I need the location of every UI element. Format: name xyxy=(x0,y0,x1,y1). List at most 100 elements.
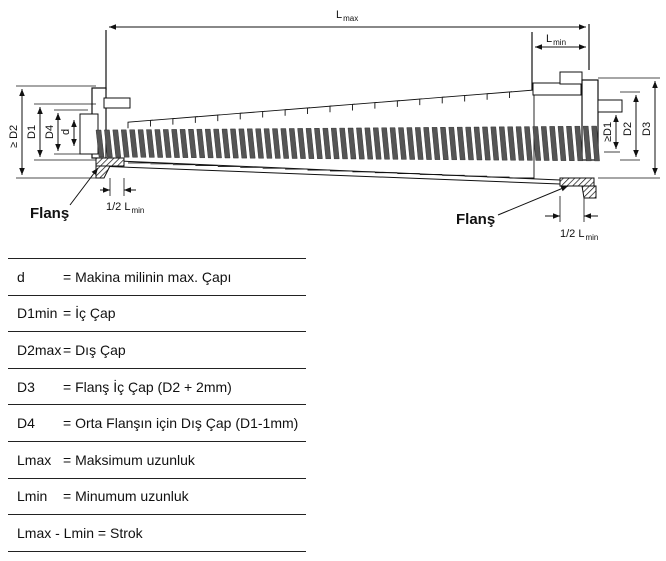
coil-turn xyxy=(582,125,592,162)
coil-turn xyxy=(171,129,180,158)
definition-cell: Lmax = Maksimum uzunluk xyxy=(8,440,306,479)
coil-turn xyxy=(129,129,138,158)
coil-turn xyxy=(540,126,550,161)
coil-turn xyxy=(255,128,264,159)
definition-row: d = Makina milinin max. Çapı xyxy=(8,258,306,296)
definition-key: Lmax xyxy=(17,451,52,468)
coil-turn xyxy=(154,129,164,158)
definition-text: = Flanş İç Çap (D2 + 2mm) xyxy=(63,378,232,395)
coil-turn xyxy=(498,126,508,161)
cover-step xyxy=(217,112,243,167)
coil-turn xyxy=(213,128,222,159)
coil-turn xyxy=(448,127,458,160)
left-d1-label: D1 xyxy=(26,125,38,139)
cover-step xyxy=(351,101,378,173)
definition-cell: D2max= Dış Çap xyxy=(8,331,306,369)
coil-turn xyxy=(204,128,214,159)
coil-turn xyxy=(314,128,323,159)
coil-turn xyxy=(456,126,466,161)
coil-turn xyxy=(507,126,516,161)
coil-turn xyxy=(431,127,441,160)
coil-turn xyxy=(566,126,575,161)
flans-left-label: Flanş xyxy=(30,205,69,222)
coil-turn xyxy=(146,129,155,158)
definition-row: Lmax = Maksimum uzunluk xyxy=(8,440,306,479)
cover-step xyxy=(284,107,311,170)
coil-turn xyxy=(440,127,449,160)
coil-turn xyxy=(364,127,374,160)
coil-turn xyxy=(272,128,281,159)
right-diameter-dimensions: ≥D1 D2 D3 xyxy=(598,77,660,179)
coil-turn xyxy=(246,128,256,159)
left-diameter-dimensions: ≥ D2 D1 D4 d xyxy=(8,85,96,179)
lmax-label: Lmax xyxy=(336,9,358,23)
definition-text: = Strok xyxy=(97,524,143,541)
coil-turn xyxy=(95,129,105,158)
coil-turn xyxy=(532,126,542,161)
coil-turn xyxy=(356,127,365,160)
definition-row: D4 = Orta Flanşın için Dış Çap (D1-1mm) xyxy=(8,404,306,442)
left-d2-label: ≥ D2 xyxy=(8,125,20,148)
left-flange xyxy=(95,157,125,179)
definition-key: D1min xyxy=(17,305,58,322)
definition-key: Lmin xyxy=(17,488,48,505)
definition-row: D3 = Flanş İç Çap (D2 + 2mm) xyxy=(8,367,306,406)
coil-turn xyxy=(482,126,491,161)
definition-key: D3 xyxy=(17,378,35,395)
coil-turn xyxy=(230,128,239,159)
right-d3-label: D3 xyxy=(641,122,653,136)
definition-key: d xyxy=(17,268,25,285)
left-d4-label: D4 xyxy=(44,125,56,139)
definition-cell: Lmax - Lmin = Strok xyxy=(8,514,306,552)
definition-row: D2max= Dış Çap xyxy=(8,331,306,369)
coil-turn xyxy=(322,127,332,159)
coil-turn xyxy=(288,128,298,159)
cover-step xyxy=(486,91,513,178)
coil-turn xyxy=(465,126,474,161)
definition-row: D1min= İç Çap xyxy=(8,294,306,333)
definition-key: Lmax - Lmin xyxy=(17,524,95,541)
definition-text: = Minumum uzunluk xyxy=(63,488,189,505)
coil-turn xyxy=(473,126,483,161)
right-d1-label: ≥D1 xyxy=(602,122,614,142)
definition-text: = Maksimum uzunluk xyxy=(63,451,195,468)
half-lmin-right-label: 1/2 Lmin xyxy=(560,228,598,242)
definition-text: = Orta Flanşın için Dış Çap (D1-1mm) xyxy=(63,415,299,432)
definition-cell: D3 = Flanş İç Çap (D2 + 2mm) xyxy=(8,367,306,406)
coil-turn xyxy=(120,129,130,158)
coil-turn xyxy=(406,127,416,160)
coil-turn xyxy=(179,129,189,158)
coil-turn xyxy=(524,126,533,161)
left-end-fitting xyxy=(79,87,131,159)
flans-right-callout: Flanş xyxy=(456,185,569,228)
flans-right-label: Flanş xyxy=(456,211,495,228)
definition-key: D4 xyxy=(17,415,35,432)
coil-turn xyxy=(112,129,122,158)
coil-turn xyxy=(238,128,248,159)
definition-text: = Makina milinin max. Çapı xyxy=(63,268,232,285)
half-lmin-right-dimension: 1/2 Lmin xyxy=(545,196,598,242)
coil-turn xyxy=(305,128,315,159)
coil-turn xyxy=(515,126,525,161)
coil-turn xyxy=(381,127,390,160)
coil-turn xyxy=(414,127,424,160)
coil-turn xyxy=(398,127,407,160)
coil-turn xyxy=(423,127,432,160)
flans-left-callout: Flanş xyxy=(30,167,99,222)
right-d2-label: D2 xyxy=(622,122,634,136)
coil-turn xyxy=(574,126,584,161)
half-lmin-left-label: 1/2 Lmin xyxy=(106,201,144,215)
coil-turn xyxy=(280,128,290,159)
left-d-label: d xyxy=(60,129,72,135)
definition-cell: D1min= İç Çap xyxy=(8,294,306,333)
coil-turn xyxy=(263,128,273,159)
cover-step xyxy=(419,96,445,175)
definition-key: D2max xyxy=(17,341,62,358)
coil-turn xyxy=(557,126,567,161)
right-flange xyxy=(559,177,597,199)
spring-coil xyxy=(95,125,600,162)
definition-row: Lmax - Lmin = Strok xyxy=(8,514,306,552)
definition-cell: Lmin = Minumum uzunluk xyxy=(8,477,306,516)
coil-turn xyxy=(104,129,113,158)
